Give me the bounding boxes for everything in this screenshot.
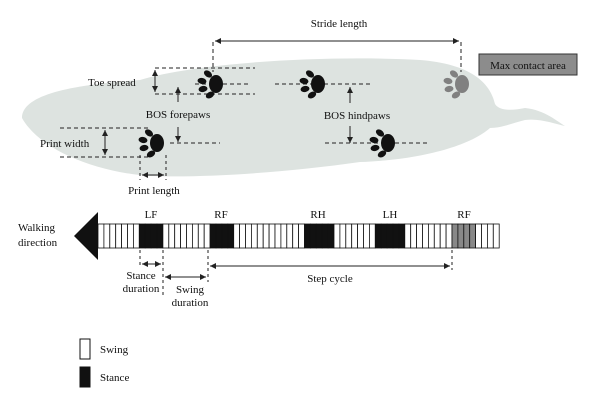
swing-cell [333,223,341,249]
swing-cell [298,223,305,249]
swing-cell [274,223,282,249]
swing-cell [233,223,240,249]
swing-cell [357,223,364,249]
swing-cell [404,223,412,249]
swing-duration-label-line1: Swing [176,284,205,296]
swing-cell [121,223,128,249]
swing-cell [345,223,353,249]
contact-cell [457,223,465,249]
swing-cell [416,223,423,249]
stance-cell [386,223,394,249]
swing-cell [191,223,199,249]
swing-cell [174,223,181,249]
swing-cell [168,223,176,249]
gait-marker-rf-2: RF [457,209,470,221]
swing-cell [103,223,111,249]
gait-marker-rf: RF [214,209,227,221]
contact-cell [469,223,477,249]
stance-cell [392,223,400,249]
swing-cell [486,223,494,249]
swing-cell [363,223,370,249]
swing-cell [127,223,134,249]
legend-swing-swatch [79,338,91,360]
legend-stance-label: Stance [100,372,129,384]
swing-duration-label-line2: duration [172,297,209,309]
stance-cell [138,223,146,249]
stride-length-label: Stride length [311,18,368,30]
stance-cell [209,223,217,249]
swing-cell [239,223,246,249]
swing-cell [433,223,441,249]
gait-marker-lh: LH [383,209,398,221]
swing-cell [180,223,187,249]
print-width-label: Print width [40,138,90,150]
swing-cell [97,223,105,249]
swing-cell [109,223,117,249]
stance-cell [304,223,311,249]
swing-cell [250,223,258,249]
stance-cell [215,223,223,249]
swing-cell [280,223,288,249]
stance-cell [227,223,235,249]
swing-cell [186,223,193,249]
stance-cell [327,223,335,249]
print-length-label: Print length [128,185,180,197]
stance-cell [221,223,229,249]
gait-marker-lf: LF [145,209,158,221]
swing-cell [368,223,376,249]
gait-bar [97,223,500,249]
walking-direction-arrow-icon [74,212,98,260]
swing-cell [427,223,435,249]
walking-direction-label-line2: direction [18,237,58,249]
swing-cell [339,223,347,249]
swing-cell [475,223,482,249]
stance-cell [156,223,164,249]
bos-hindpaws-label: BOS hindpaws [324,110,390,122]
swing-cell [162,223,170,249]
bos-forepaws-label: BOS forepaws [146,109,210,121]
stance-cell [309,223,317,249]
max-contact-area-box [478,53,578,76]
swing-cell [422,223,429,249]
contact-cell [463,223,471,249]
swing-cell [132,223,140,249]
stance-cell [321,223,329,249]
swing-cell [286,223,294,249]
swing-cell [292,223,300,249]
swing-cell [445,223,453,249]
swing-cell [256,223,264,249]
swing-cell [268,223,276,249]
stance-cell [398,223,406,249]
swing-cell [203,223,211,249]
swing-cell [245,223,252,249]
toe-spread-label: Toe spread [88,77,136,89]
stance-duration-label-line1: Stance [126,270,155,282]
swing-cell [115,223,122,249]
gait-marker-rh: RH [310,209,325,221]
stance-cell [150,223,158,249]
walking-direction-label-line1: Walking [18,222,55,234]
contact-cell [451,223,459,249]
step-cycle-label: Step cycle [307,273,353,285]
stance-cell [144,223,152,249]
stance-cell [374,223,382,249]
stance-cell [315,223,323,249]
max-contact-area-label: Max contact area [490,60,566,72]
swing-cell [481,223,488,249]
swing-cell [351,223,359,249]
stance-duration-label-line2: duration [123,283,160,295]
legend-stance-swatch [79,366,91,388]
swing-cell [410,223,418,249]
swing-cell [197,223,205,249]
swing-cell [492,223,500,249]
swing-cell [439,223,447,249]
swing-cell [262,223,270,249]
stance-cell [380,223,388,249]
legend-swing-label: Swing [100,344,129,356]
